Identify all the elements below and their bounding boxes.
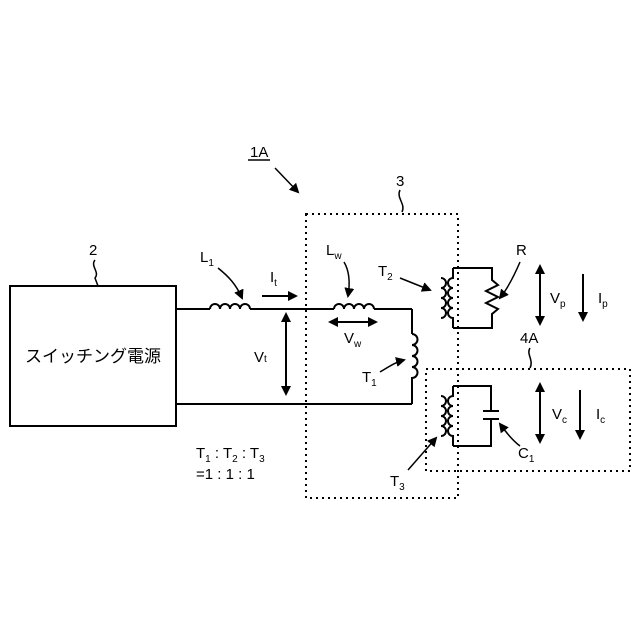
label-T1: T1: [362, 369, 377, 389]
T2-loop-wire: [453, 268, 498, 328]
box-3-ref-label: 3: [396, 173, 404, 190]
box-3-leader: [399, 190, 403, 212]
inductor-Lw: Lw Vw: [326, 242, 378, 350]
label-L1-arrow: [218, 268, 242, 298]
supply-ref-leader: [94, 260, 98, 286]
box-4A-ref-label: 4A: [520, 330, 538, 347]
figure-ref-label: 1A: [250, 144, 268, 161]
ratio-line-2: =1 : 1 : 1: [196, 466, 255, 483]
supply-name: スイッチング電源: [25, 347, 161, 367]
inductor-L1-coil: [210, 304, 250, 309]
label-C1: C1: [518, 445, 535, 465]
T2-coil: [448, 268, 453, 328]
label-Ic: Ic: [596, 406, 605, 426]
voltage-current-c: Vc Ic: [540, 390, 605, 442]
turns-ratio: T1 : T2 : T3 =1 : 1 : 1: [196, 445, 265, 483]
supply-ref-label: 2: [89, 242, 97, 259]
switching-power-supply: スイッチング電源 2: [10, 242, 176, 426]
main-wires: [176, 309, 412, 404]
T3-winding: [441, 396, 446, 436]
box-4A-leader: [529, 348, 531, 368]
box-3: 3: [306, 173, 458, 498]
label-Vw: Vw: [344, 330, 362, 350]
label-R: R: [516, 242, 527, 259]
inductor-Lw-coil: [334, 304, 374, 309]
label-T3-arrow: [408, 438, 436, 470]
label-C1-arrow: [500, 424, 520, 446]
transformer-T1: T1: [362, 334, 418, 389]
figure-ref-arrow: [275, 168, 298, 192]
current-It: It: [262, 269, 296, 296]
label-Lw-arrow: [344, 262, 349, 296]
label-T1-arrow: [380, 360, 404, 372]
figure-reference: 1A: [248, 144, 298, 192]
label-T3: T3: [390, 473, 405, 493]
inductor-L1: L1: [200, 249, 250, 309]
label-It: It: [270, 269, 277, 289]
voltage-current-p: Vp Ip: [540, 272, 608, 324]
T3-coil: [448, 386, 453, 446]
label-Vp: Vp: [550, 290, 566, 310]
label-Ip: Ip: [598, 290, 608, 310]
ratio-line-1: T1 : T2 : T3: [196, 445, 265, 465]
voltage-Vt: Vt: [254, 320, 286, 394]
T1-coil: [412, 334, 418, 380]
label-Vt: Vt: [254, 349, 267, 366]
T2-winding: [441, 278, 446, 318]
label-T2: T2: [378, 263, 393, 283]
label-Vc: Vc: [552, 406, 567, 426]
label-L1: L1: [200, 249, 214, 269]
label-Lw: Lw: [326, 242, 342, 262]
transformer-T2-loop: T2 R: [378, 242, 527, 328]
label-T2-arrow: [400, 278, 430, 290]
label-R-arrow: [500, 262, 520, 298]
